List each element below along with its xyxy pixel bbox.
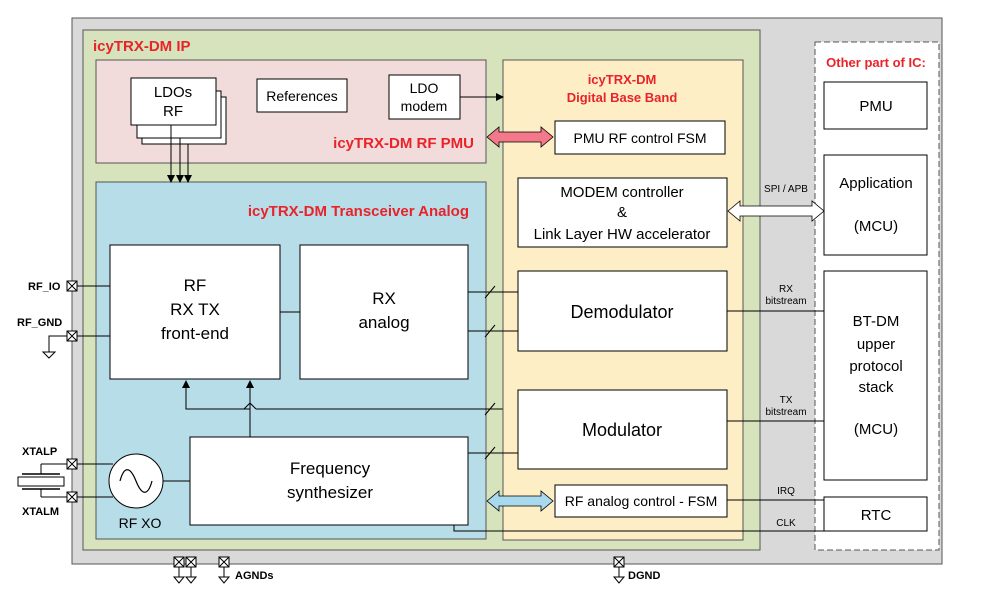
- modem-controller-label-1: MODEM controller: [560, 184, 683, 201]
- dgnd-pin: [612, 556, 626, 584]
- transceiver-title: icyTRX-DM Transceiver Analog: [248, 203, 469, 220]
- ldos-rf-box: [130, 77, 217, 126]
- rf-gnd-pin-cross: [66, 330, 78, 342]
- dbb-title-2: Digital Base Band: [567, 90, 678, 105]
- modulator-box: [517, 389, 728, 470]
- btdm-label-5: (MCU): [854, 421, 898, 438]
- rf-analog-fsm-box: [554, 484, 728, 518]
- pmu-rf-fsm-label: PMU RF control FSM: [573, 130, 706, 146]
- ip-title: icyTRX-DM IP: [93, 38, 191, 55]
- agnd-pins: [172, 556, 231, 584]
- xtalm-label: XTALM: [22, 506, 59, 518]
- modem-controller-label-3: Link Layer HW accelerator: [534, 226, 711, 243]
- xtalp-label: XTALP: [22, 446, 57, 458]
- modulator-label: Modulator: [582, 420, 662, 440]
- pmu-label: PMU: [859, 98, 892, 115]
- btdm-box: [823, 270, 928, 481]
- pmu-rf-fsm-box: [554, 120, 726, 155]
- rf-gnd-label: RF_GND: [17, 317, 62, 329]
- xtalm-pin-cross: [66, 491, 78, 503]
- rf-xo-label: RF XO: [119, 515, 162, 531]
- rx-analog-label-1: RX: [372, 289, 396, 308]
- modem-controller-box: [517, 177, 728, 248]
- rf-gnd-ground-icon: [41, 335, 67, 359]
- rx-bus-i-slash: [484, 285, 496, 299]
- btdm-label-2: upper: [857, 336, 895, 353]
- rf-frontend-label-2: RX TX: [170, 300, 220, 319]
- mod-to-synth-line: [243, 402, 520, 410]
- dbb-title-1: icyTRX-DM: [588, 72, 657, 87]
- demodulator-box: [517, 270, 728, 352]
- spi-apb-double-arrow: [727, 200, 825, 222]
- references-box: [256, 78, 348, 113]
- application-box: [823, 154, 928, 256]
- rf-io-label: RF_IO: [28, 281, 61, 293]
- crystal-icon: [17, 463, 67, 498]
- rx-analog-label-2: analog: [358, 313, 409, 332]
- rf-analog-blue-double-arrow: [486, 490, 554, 512]
- freq-synth-label-2: synthesizer: [287, 483, 373, 502]
- modem-controller-label-2: &: [617, 204, 627, 221]
- application-label-2: (MCU): [854, 218, 898, 235]
- ldo-modem-label-1: LDO: [410, 80, 439, 96]
- btdm-label-3: protocol: [849, 358, 902, 375]
- rx-analog-box: [299, 244, 469, 380]
- rtc-box: [823, 496, 928, 532]
- rf-frontend-box: [109, 244, 281, 380]
- freq-synth-box: [189, 436, 469, 526]
- application-label-1: Application: [839, 175, 912, 192]
- rf-frontend-label-1: RF: [184, 276, 207, 295]
- dgnd-label: DGND: [628, 570, 660, 582]
- lo-to-frontend-line: [182, 380, 250, 410]
- pmu-box: [823, 81, 928, 130]
- btdm-label-4: stack: [858, 379, 894, 396]
- pmu-pink-double-arrow: [486, 126, 554, 148]
- demodulator-label: Demodulator: [570, 302, 673, 322]
- agnds-label: AGNDs: [235, 570, 274, 582]
- clk-line: [453, 525, 824, 532]
- rf-frontend-label-3: front-end: [161, 324, 229, 343]
- tx-bitstream-label-1: TX: [780, 395, 793, 406]
- mod-to-synth-bus-slash: [484, 446, 496, 460]
- spi-apb-label: SPI / APB: [764, 184, 808, 195]
- xtalp-pin-cross: [66, 458, 78, 470]
- ldo-modem-label-2: modem: [401, 98, 448, 114]
- freq-synth-label-1: Frequency: [290, 459, 371, 478]
- mod-bus-slash: [484, 402, 496, 416]
- btdm-label-1: BT-DM: [853, 313, 900, 330]
- other-ic-title: Other part of IC:: [826, 55, 926, 70]
- ldo-modem-box: [388, 74, 461, 120]
- tx-bitstream-label-2: bitstream: [765, 407, 806, 418]
- clk-label: CLK: [776, 518, 796, 529]
- rf-io-pin-cross: [66, 280, 78, 292]
- rf-analog-fsm-label: RF analog control - FSM: [565, 493, 718, 509]
- ldos-rf-label-1: LDOs: [154, 84, 192, 101]
- rf-pmu-title: icyTRX-DM RF PMU: [333, 135, 474, 152]
- irq-label: IRQ: [777, 486, 795, 497]
- rtc-label: RTC: [861, 507, 892, 524]
- rx-bitstream-label-2: bitstream: [765, 296, 806, 307]
- sine-icon: [119, 469, 153, 493]
- rx-bus-q-slash: [484, 324, 496, 338]
- rx-bitstream-label-1: RX: [779, 284, 793, 295]
- ldos-rf-label-2: RF: [163, 103, 183, 120]
- references-label: References: [266, 88, 338, 104]
